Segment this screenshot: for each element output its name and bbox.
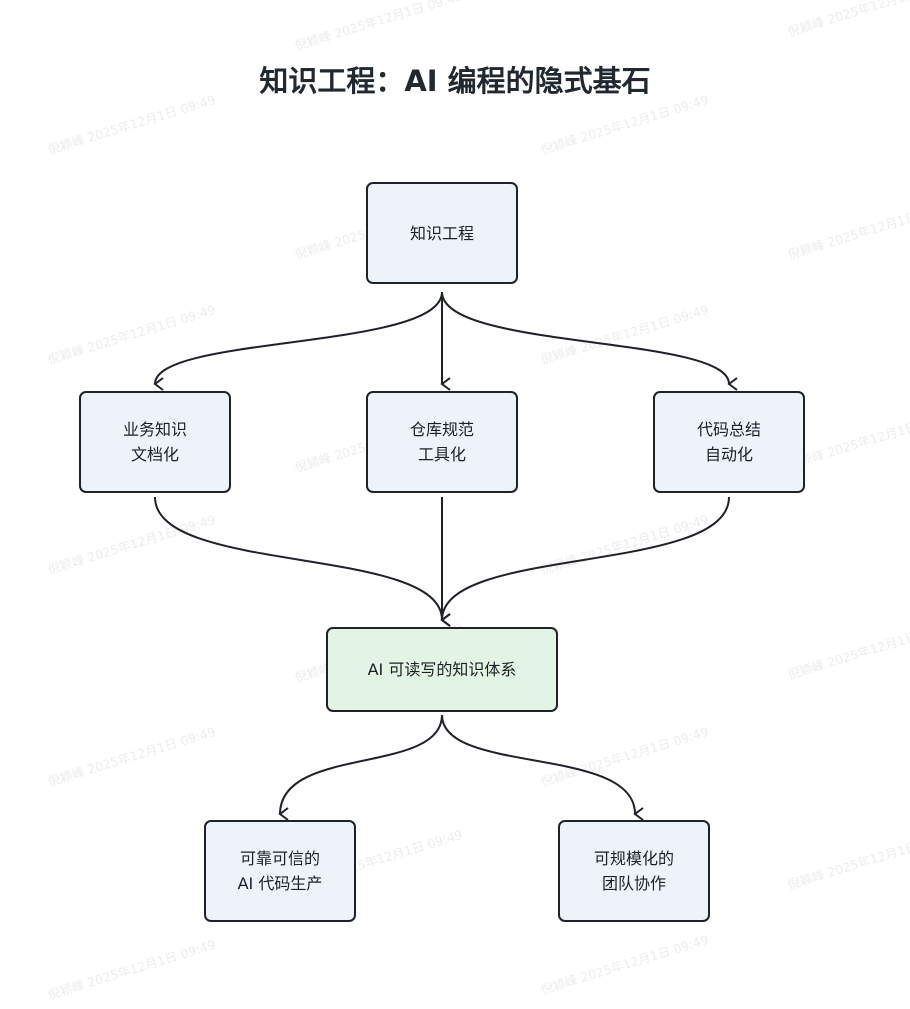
edge-biz-docs-to-ai-system [154,496,451,627]
node-knowledge-engineering[interactable]: 知识工程 [366,182,518,284]
node-scalable-team-collaboration[interactable]: 可规模化的 团队协作 [558,820,710,922]
diagram-title: 知识工程：AI 编程的隐式基石 [259,64,651,98]
node-code-summary-automation[interactable]: 代码总结 自动化 [653,391,805,493]
node-label: AI 代码生产 [237,874,323,893]
edge-ai-system-to-reliable [278,714,443,821]
edge-ai-system-to-scalable [441,714,644,821]
edge-code-summary-to-ai-system [440,496,730,627]
edge-root-to-code-summary [441,291,738,391]
node-label: 文档化 [130,445,179,464]
node-label: 工具化 [417,445,466,464]
node-repo-standards-tooling[interactable]: 仓库规范 工具化 [366,391,518,493]
node-label: 可靠可信的 [239,849,320,868]
node-label: 自动化 [704,445,753,464]
edge-root-to-biz-docs [153,291,443,391]
node-label: 代码总结 [696,420,761,439]
node-label: 仓库规范 [409,420,474,439]
node-label: 知识工程 [409,223,474,243]
node-ai-readable-knowledge-system[interactable]: AI 可读写的知识体系 [326,627,558,712]
node-business-knowledge-docs[interactable]: 业务知识 文档化 [79,391,231,493]
node-reliable-ai-code-production[interactable]: 可靠可信的 AI 代码生产 [204,820,356,922]
node-label: 团队协作 [601,874,666,893]
node-label: 业务知识 [122,420,187,439]
node-label: AI 可读写的知识体系 [367,660,517,679]
node-label: 可规模化的 [593,849,674,868]
